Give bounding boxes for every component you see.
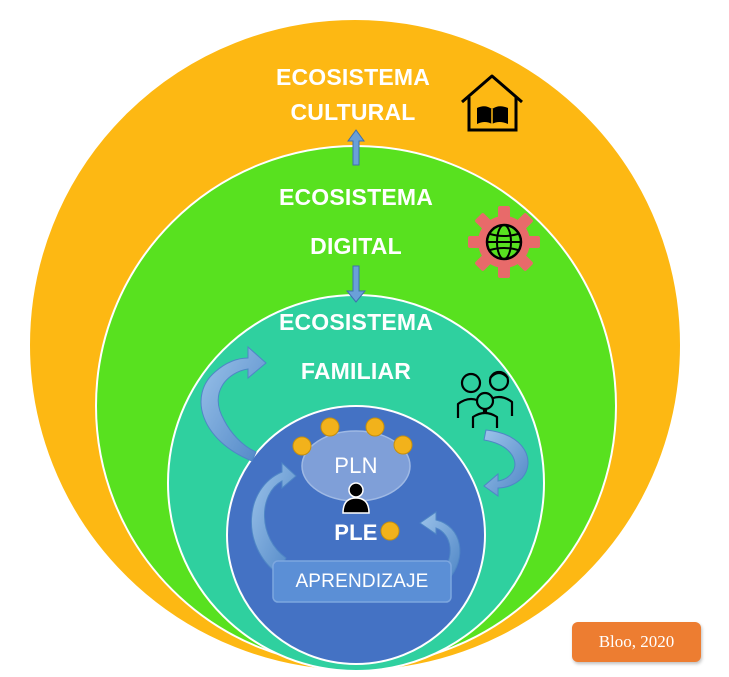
arrow-down-icon xyxy=(345,265,367,303)
cultural-title-line1: ECOSISTEMA xyxy=(275,64,431,90)
credit-badge: Bloo, 2020 xyxy=(572,622,701,662)
familiar-title-line2: FAMILIAR xyxy=(300,358,412,384)
digital-title-line2: DIGITAL xyxy=(310,233,402,259)
pln-label: PLN xyxy=(334,453,378,478)
curved-arrow-right-icon xyxy=(483,429,529,497)
gear-globe-icon xyxy=(468,206,540,278)
cultural-title-line2: CULTURAL xyxy=(290,99,416,125)
familiar-title-line1: ECOSISTEMA xyxy=(278,309,434,335)
core-arrow-left-icon xyxy=(250,461,297,575)
network-nodes xyxy=(292,417,413,456)
house-book-icon xyxy=(461,74,523,132)
arrow-up-icon xyxy=(347,129,365,166)
ple-node xyxy=(380,521,400,541)
aprendizaje-box xyxy=(272,560,452,603)
aprendizaje-label: APRENDIZAJE xyxy=(295,571,429,592)
curved-arrow-left-icon xyxy=(200,345,267,462)
ple-label: PLE xyxy=(334,520,378,545)
person-icon xyxy=(342,482,370,514)
digital-title-line1: ECOSISTEMA xyxy=(278,184,434,210)
family-icon xyxy=(456,370,514,428)
